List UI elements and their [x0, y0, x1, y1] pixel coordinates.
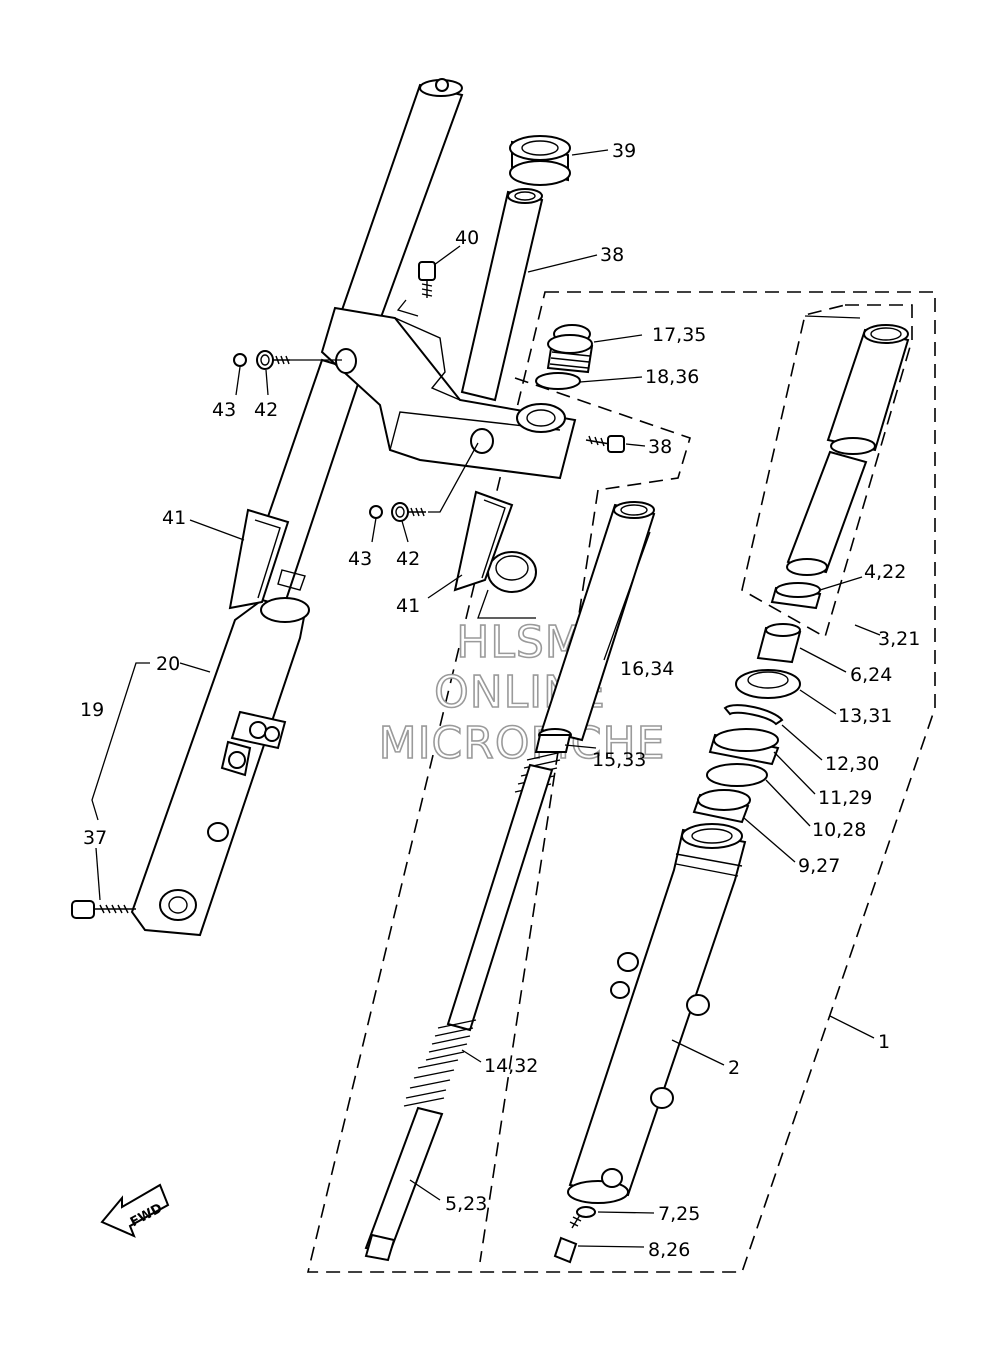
label-41-left: 41: [162, 507, 186, 529]
slide-metal-6-24: [756, 623, 802, 664]
cap-group-boundary: [514, 377, 691, 491]
steering-stem: [460, 188, 544, 402]
bolt-8-26: [553, 1214, 582, 1264]
label-15-33: 15,33: [592, 749, 646, 771]
label-19: 19: [80, 699, 104, 721]
oil-seal-11-29: [708, 728, 780, 766]
clip-12-30: [723, 704, 784, 726]
label-42-lower: 42: [396, 548, 420, 570]
fwd-direction-arrow: FWD: [100, 1183, 170, 1238]
label-1: 1: [878, 1031, 890, 1053]
label-14-32: 14,32: [484, 1055, 538, 1077]
label-3-21: 3,21: [878, 628, 920, 650]
label-37: 37: [83, 827, 107, 849]
label-39: 39: [612, 140, 636, 162]
label-42-upper: 42: [254, 399, 278, 421]
label-13-31: 13,31: [838, 705, 892, 727]
o-ring: [535, 372, 581, 390]
label-7-25: 7,25: [658, 1203, 700, 1225]
upper-spring: [446, 751, 563, 1032]
cap-bolt: [546, 324, 594, 374]
label-43-upper: 43: [212, 399, 236, 421]
subassembly-3-21-boundary: [741, 304, 913, 639]
watermark: HLSM ONLINE MICROFICHE: [378, 616, 666, 770]
gasket-7-25: [576, 1206, 596, 1218]
spring-14-32: [403, 1019, 477, 1107]
bolt-40: [418, 261, 436, 298]
left-fork-assembly: [71, 78, 464, 937]
label-38-bolt: 38: [648, 436, 672, 458]
bolt-42-lower: [391, 502, 426, 522]
inner-tube-16-34: [540, 501, 656, 742]
label-5-23: 5,23: [445, 1193, 487, 1215]
label-43-lower: 43: [348, 548, 372, 570]
bolt-42-upper: [256, 350, 290, 370]
svg-text:HLSM: HLSM: [456, 617, 584, 668]
assembly-1-boundary: [306, 291, 936, 1273]
damper-rod-5-23: [364, 1106, 444, 1262]
label-11-29: 11,29: [818, 787, 872, 809]
cap-43-lower: [369, 505, 383, 519]
inner-tube-3-21: [786, 324, 910, 576]
label-18-36: 18,36: [645, 366, 699, 388]
bearing: [509, 135, 571, 186]
label-20: 20: [156, 653, 180, 675]
label-4-22: 4,22: [864, 561, 906, 583]
dust-seal-13-31: [735, 669, 801, 699]
label-17-35: 17,35: [652, 324, 706, 346]
damper-rod-group-boundary: [479, 489, 599, 1263]
label-10-28: 10,28: [812, 819, 866, 841]
collar-15-33: [534, 728, 572, 753]
label-2: 2: [728, 1057, 740, 1079]
label-8-26: 8,26: [648, 1239, 690, 1261]
bushing-4-22: [770, 582, 822, 610]
label-38-stem: 38: [600, 244, 624, 266]
label-40: 40: [455, 227, 479, 249]
label-9-27: 9,27: [798, 855, 840, 877]
cap-43-upper: [233, 353, 247, 367]
label-12-30: 12,30: [825, 753, 879, 775]
label-41-center: 41: [396, 595, 420, 617]
bolt-38-horizontal: [585, 435, 625, 453]
label-16-34: 16,34: [620, 658, 674, 680]
leader-lines: [91, 149, 881, 1248]
part-labels: 39 38 40 17,35 18,36 38 43 42 41 43 42 4…: [80, 140, 920, 1261]
under-bracket: [320, 306, 577, 480]
cover-41-center: [453, 490, 537, 593]
svg-text:MICROFICHE: MICROFICHE: [379, 718, 666, 769]
bushing-9-27: [692, 789, 751, 824]
outer-tube-2: [567, 823, 747, 1204]
label-6-24: 6,24: [850, 664, 892, 686]
washer-10-28: [706, 763, 768, 787]
